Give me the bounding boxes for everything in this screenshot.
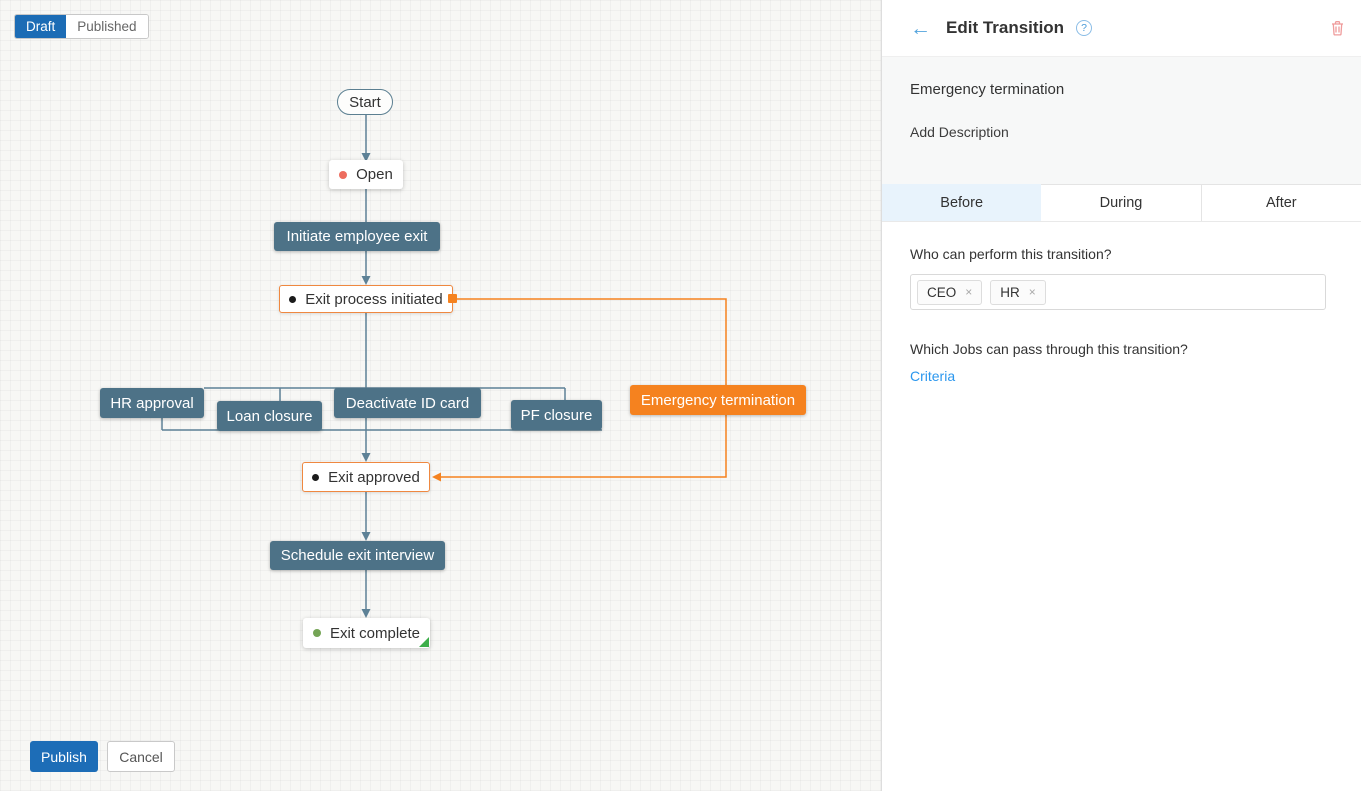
node-exit-approved[interactable]: Exit approved	[302, 462, 430, 492]
node-exit-complete[interactable]: Exit complete	[303, 618, 430, 648]
tab-during[interactable]: During	[1041, 184, 1201, 221]
publish-button[interactable]: Publish	[30, 741, 98, 772]
panel-title: Edit Transition	[946, 18, 1065, 37]
node-open-label: Open	[356, 166, 393, 183]
who-can-perform-label: Who can perform this transition?	[910, 246, 1112, 262]
delete-transition-icon[interactable]	[1330, 20, 1345, 36]
performer-tag: HR ×	[990, 279, 1046, 305]
node-emergency-termination[interactable]: Emergency termination	[630, 385, 806, 415]
node-deactivate-id-card[interactable]: Deactivate ID card	[334, 388, 481, 418]
phase-tabs: Before During After	[882, 184, 1361, 222]
which-jobs-label: Which Jobs can pass through this transit…	[910, 341, 1188, 357]
node-emergency-termination-label: Emergency termination	[640, 391, 796, 409]
performer-tag: CEO ×	[917, 279, 983, 305]
node-hr-approval[interactable]: HR approval	[100, 388, 204, 418]
mode-toggle: Draft Published	[14, 14, 149, 39]
node-start[interactable]: Start	[337, 89, 393, 115]
performer-tag-label: HR	[1000, 284, 1020, 300]
node-initiate-label: Initiate employee exit	[286, 228, 428, 245]
performer-tag-label: CEO	[927, 284, 957, 300]
state-dot-icon	[312, 473, 320, 481]
tab-after[interactable]: After	[1200, 184, 1361, 221]
remove-tag-icon[interactable]: ×	[965, 285, 973, 299]
criteria-link[interactable]: Criteria	[910, 368, 956, 384]
node-loan-closure[interactable]: Loan closure	[217, 401, 322, 431]
node-start-label: Start	[349, 93, 381, 111]
node-schedule-exit-interview[interactable]: Schedule exit interview	[270, 541, 445, 570]
performers-input[interactable]: CEO × HR ×	[910, 274, 1326, 310]
node-pf-closure-label: PF closure	[520, 406, 593, 424]
open-status-dot-icon	[339, 170, 348, 179]
state-dot-icon	[289, 295, 297, 303]
node-open[interactable]: Open	[329, 160, 403, 189]
node-schedule-label: Schedule exit interview	[280, 547, 435, 564]
edit-transition-panel: ← Edit Transition ? Emergency terminatio…	[881, 0, 1361, 791]
published-toggle[interactable]: Published	[66, 15, 148, 38]
slate-connectors	[161, 115, 602, 613]
arrowheads	[361, 153, 371, 618]
complete-status-dot-icon	[312, 629, 321, 637]
back-icon[interactable]: ←	[910, 16, 931, 40]
node-loan-closure-label: Loan closure	[226, 407, 313, 425]
node-deactivate-id-card-label: Deactivate ID card	[345, 394, 470, 412]
node-exit-approved-label: Exit approved	[328, 468, 420, 486]
transition-name-section: Emergency termination Add Description	[882, 56, 1361, 184]
node-hr-approval-label: HR approval	[110, 394, 194, 412]
remove-tag-icon[interactable]: ×	[1028, 285, 1036, 299]
draft-toggle[interactable]: Draft	[15, 15, 67, 38]
complete-corner-flag-icon	[419, 637, 429, 647]
transition-source-port[interactable]	[448, 294, 457, 303]
help-icon[interactable]: ?	[1076, 20, 1093, 36]
node-pf-closure[interactable]: PF closure	[511, 400, 602, 430]
panel-header: ← Edit Transition ?	[882, 0, 1361, 56]
node-exit-process-initiated-label: Exit process initiated	[305, 290, 443, 308]
transition-name[interactable]: Emergency termination	[910, 81, 1065, 98]
add-description-link[interactable]: Add Description	[910, 124, 1009, 140]
before-tab-content: Who can perform this transition? CEO × H…	[882, 222, 1361, 410]
cancel-button[interactable]: Cancel	[107, 741, 175, 772]
node-exit-process-initiated[interactable]: Exit process initiated	[279, 285, 453, 313]
node-exit-complete-label: Exit complete	[329, 624, 421, 642]
node-initiate-employee-exit[interactable]: Initiate employee exit	[274, 222, 440, 251]
workflow-canvas[interactable]: Draft Published Start Open Initiate empl…	[0, 0, 881, 791]
tab-before[interactable]: Before	[882, 184, 1042, 221]
